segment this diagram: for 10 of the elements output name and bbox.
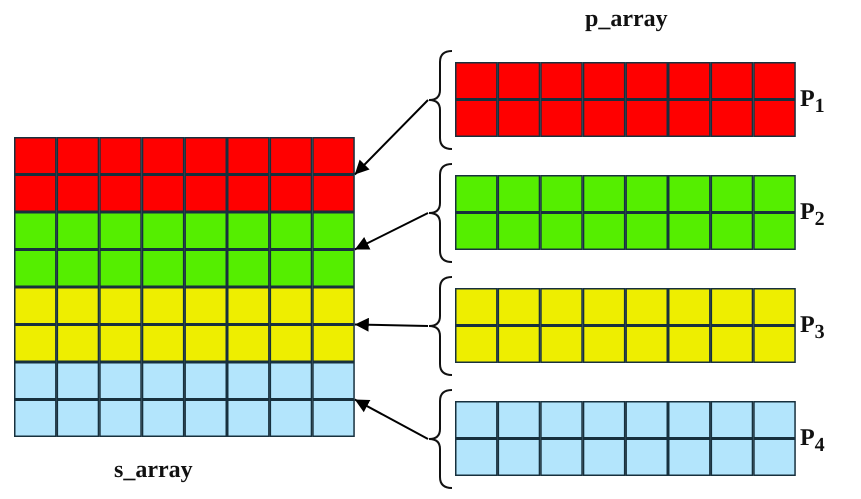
array-label: p_array — [585, 6, 668, 33]
process-label: P$_{2}$ — [800, 199, 825, 231]
arrow — [354, 318, 428, 332]
process-label: P$_{3}$ — [800, 312, 825, 344]
arrow — [354, 212, 428, 250]
array-label: s_array — [114, 457, 193, 484]
process-label: P$_{4}$ — [800, 425, 825, 457]
process-label: P$_{1}$ — [800, 86, 825, 118]
arrow — [354, 398, 428, 440]
arrow — [354, 99, 429, 176]
